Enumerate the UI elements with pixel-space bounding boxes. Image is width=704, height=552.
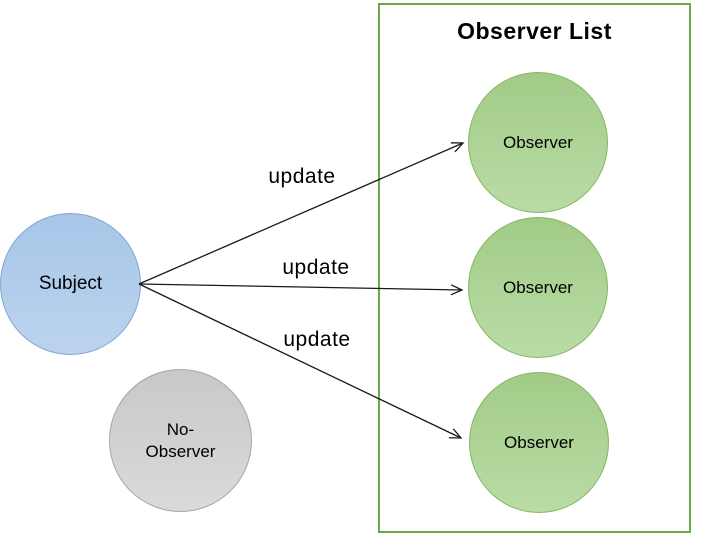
no-observer-label: No- Observer [145, 420, 216, 461]
no-observer-node: No- Observer [109, 369, 252, 512]
observer-node-2: Observer [468, 217, 608, 358]
observer-list-title: Observer List [457, 18, 612, 44]
subject-node: Subject [0, 213, 141, 355]
arrow-label-update-1: update [268, 165, 336, 188]
observer-1-label: Observer [503, 132, 573, 152]
observer-node-3: Observer [469, 372, 609, 513]
arrow-label-update-2: update [282, 256, 350, 279]
arrow-label-update-3: update [283, 328, 351, 351]
subject-label: Subject [38, 273, 103, 295]
observer-3-label: Observer [504, 432, 574, 452]
observer-node-1: Observer [468, 72, 608, 213]
observer-2-label: Observer [503, 277, 573, 297]
